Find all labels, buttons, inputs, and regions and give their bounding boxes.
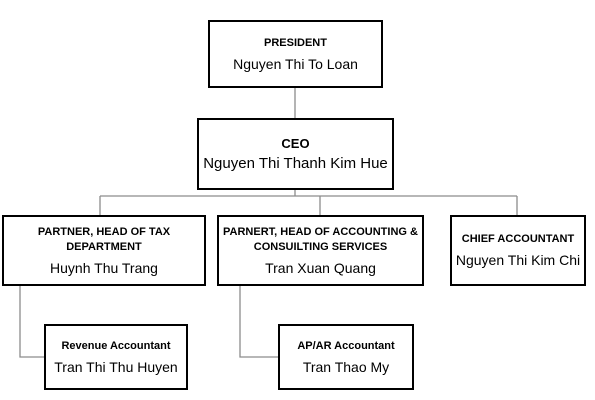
tax-head-name: Huynh Thu Trang	[50, 259, 158, 276]
ceo-box: CEO Nguyen Thi Thanh Kim Hue	[197, 118, 394, 190]
apar-accountant-name: Tran Thao My	[302, 358, 390, 375]
ceo-name: Nguyen Thi Thanh Kim Hue	[203, 154, 388, 172]
connector-accounting-head-apar-accountant	[239, 286, 278, 358]
accounting-head-name: Tran Xuan Quang	[265, 259, 376, 276]
apar-accountant-title: AP/AR Accountant	[297, 339, 395, 352]
apar-accountant-box: AP/AR Accountant Tran Thao My	[278, 324, 414, 390]
chief-accountant-title: CHIEF ACCOUNTANT	[461, 233, 575, 245]
accounting-head-box: PARNERT, HEAD OF ACCOUNTING & CONSUILTIN…	[217, 215, 424, 286]
tax-head-title: PARTNER, HEAD OF TAX DEPARTMENT	[37, 225, 171, 253]
revenue-accountant-name: Tran Thi Thu Huyen	[54, 358, 178, 375]
chief-accountant-box: CHIEF ACCOUNTANT Nguyen Thi Kim Chi	[450, 215, 586, 286]
chief-accountant-name: Nguyen Thi Kim Chi	[455, 252, 581, 268]
tax-head-box: PARTNER, HEAD OF TAX DEPARTMENT Huynh Th…	[2, 215, 206, 286]
president-box: PRESIDENT Nguyen Thi To Loan	[208, 20, 383, 88]
ceo-title: CEO	[281, 135, 310, 151]
connector-tax-head-revenue-accountant	[19, 286, 44, 358]
accounting-head-title: PARNERT, HEAD OF ACCOUNTING & CONSUILTIN…	[223, 225, 418, 253]
revenue-accountant-title: Revenue Accountant	[61, 339, 171, 352]
revenue-accountant-box: Revenue Accountant Tran Thi Thu Huyen	[44, 324, 188, 390]
president-name: Nguyen Thi To Loan	[233, 55, 358, 72]
president-title: PRESIDENT	[264, 36, 327, 49]
